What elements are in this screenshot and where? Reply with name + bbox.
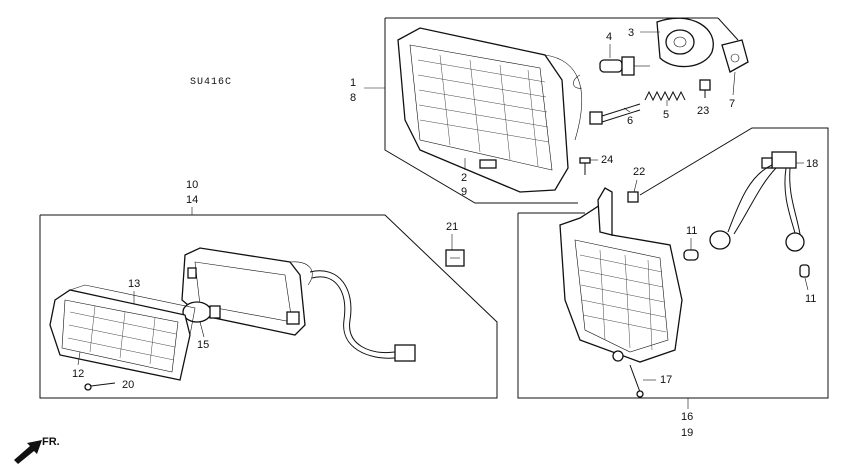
corner-light-unit (559, 187, 683, 363)
callout-24: 24 (601, 154, 613, 166)
turn-signal-group-frame (39, 214, 498, 399)
callout-15: 15 (197, 339, 209, 351)
front-direction-arrow (14, 440, 42, 464)
callout-14: 14 (186, 194, 198, 206)
callout-12: 12 (72, 368, 84, 380)
headlight-group-frame (384, 17, 739, 204)
callout-11-lower: 11 (805, 293, 816, 305)
screw-20 (84, 382, 116, 391)
diagram-code: SU416C (190, 77, 232, 88)
direction-label: FR. (42, 436, 60, 448)
gasket (721, 39, 749, 73)
turn-signal-lens (49, 284, 196, 381)
callout-3: 3 (628, 27, 634, 39)
wire-harness-18 (709, 151, 805, 252)
callout-7: 7 (729, 98, 735, 110)
screw-24 (579, 157, 591, 175)
callout-19: 19 (681, 427, 693, 439)
callout-9: 9 (461, 186, 467, 198)
callout-13: 13 (128, 278, 140, 290)
callout-10: 10 (186, 179, 198, 191)
headlight-socket-cap (656, 17, 714, 68)
callout-5: 5 (663, 109, 669, 121)
adjust-spring (644, 90, 686, 102)
clip-23 (699, 79, 711, 98)
headlight-bulb (573, 56, 650, 89)
callout-11-upper: 11 (686, 225, 697, 237)
turn-signal-wire (309, 270, 416, 362)
callout-22: 22 (633, 166, 645, 178)
callout-1: 1 (350, 77, 356, 89)
callout-4: 4 (606, 31, 612, 43)
callout-2: 2 (461, 172, 467, 184)
callout-20: 20 (122, 379, 134, 391)
corner-bulb-11 (683, 249, 699, 261)
corner-bulb-11-lower (799, 264, 810, 278)
callout-16: 16 (681, 411, 693, 423)
headlight-unit (397, 27, 582, 193)
callout-21: 21 (446, 221, 458, 233)
callout-8: 8 (350, 92, 356, 104)
screw-17 (629, 364, 644, 398)
callout-6: 6 (627, 115, 633, 127)
callout-18: 18 (806, 158, 818, 170)
callout-23: 23 (697, 105, 709, 117)
corner-light-group-frame (517, 127, 829, 399)
nut-22 (627, 191, 639, 203)
clip-21 (445, 249, 465, 267)
callout-17: 17 (660, 374, 672, 386)
adjusting-screw (589, 103, 641, 125)
